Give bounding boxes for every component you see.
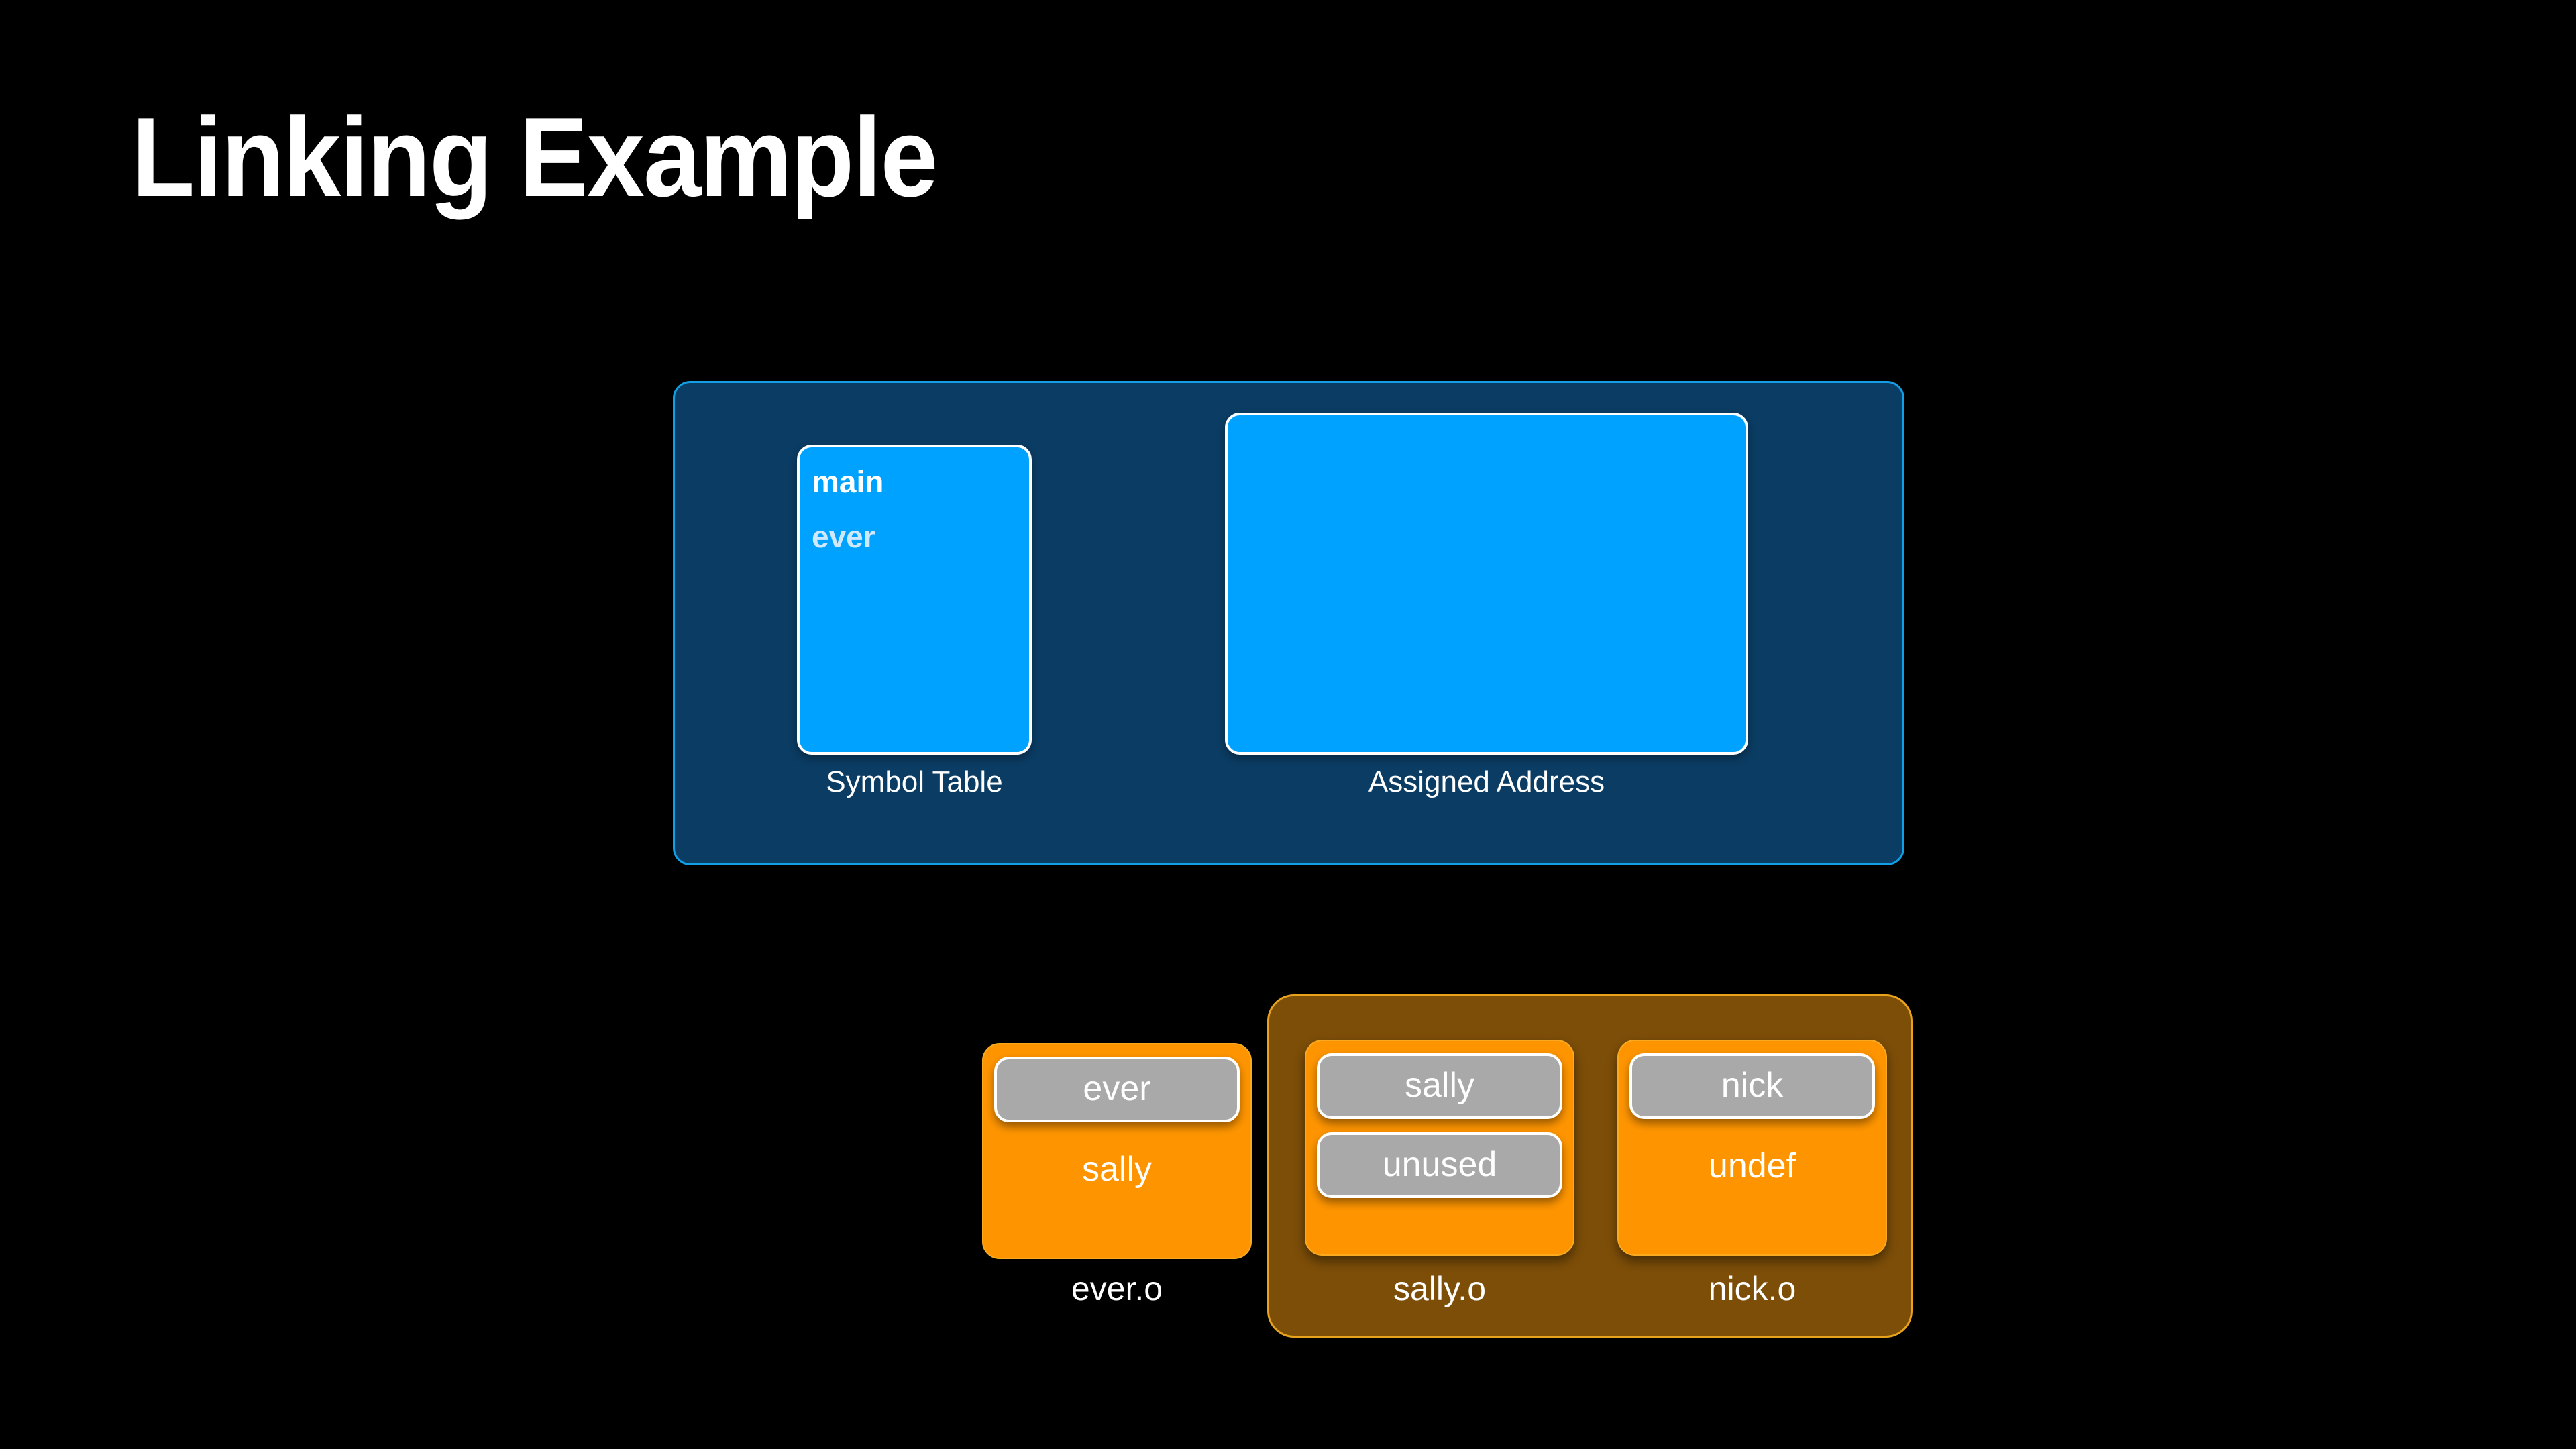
symbol-table-caption: Symbol Table: [826, 765, 1003, 798]
object-file-card-ever[interactable]: ever sally: [982, 1043, 1252, 1259]
symbol-plain: undef: [1708, 1146, 1796, 1185]
symbol-pill[interactable]: nick: [1629, 1053, 1875, 1119]
symbol-plain: sally: [1081, 1150, 1152, 1189]
object-file-card-sally[interactable]: sally unused: [1305, 1040, 1574, 1256]
assigned-address-caption: Assigned Address: [1368, 765, 1605, 798]
object-file-caption-nick: nick.o: [1708, 1270, 1796, 1307]
object-file-caption-sally: sally.o: [1393, 1270, 1486, 1307]
symbol-table-box[interactable]: main ever: [797, 445, 1032, 755]
assigned-address-box[interactable]: [1225, 413, 1748, 755]
symbol-pill[interactable]: ever: [994, 1057, 1240, 1122]
linked-image-panel: main ever Symbol Table Assigned Address: [673, 381, 1904, 865]
symbol-table-entry: main: [812, 464, 884, 499]
symbol-pill[interactable]: unused: [1317, 1132, 1562, 1198]
page-title: Linking Example: [131, 94, 938, 220]
object-file-caption-ever: ever.o: [1071, 1270, 1163, 1307]
symbol-pill[interactable]: sally: [1317, 1053, 1562, 1119]
symbol-table-entry: ever: [812, 519, 875, 554]
object-file-card-nick[interactable]: nick undef: [1617, 1040, 1887, 1256]
